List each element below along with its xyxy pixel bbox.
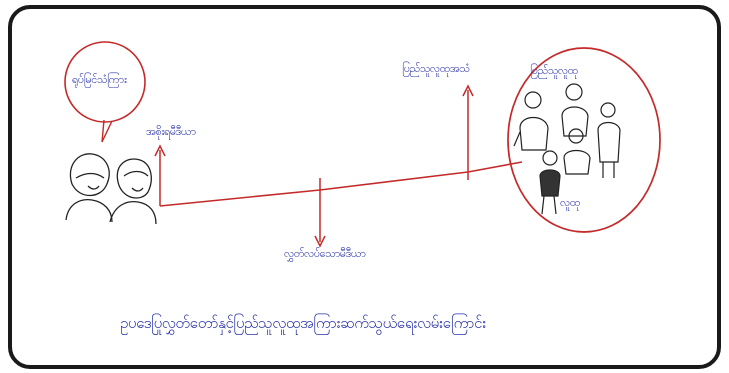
crowd-bottom-label: လူထု [560, 196, 580, 212]
left-arrow-label: အစိုးရမီဒီယာ [146, 125, 196, 141]
center-arrow-label: လွှတ်လပ်သောမီဒီယာ [284, 247, 366, 263]
bubble-label: ရုပ်မြင်သံကြား [72, 73, 126, 89]
crowd-figures [514, 84, 620, 214]
speaker-figures [66, 154, 156, 224]
bubble-tail [102, 120, 112, 142]
diagram-caption: ဥပဒေပြုလွှတ်တော်နှင့်ပြည်သူလူထုအကြားဆက်သ… [120, 314, 486, 336]
crowd-top-label: ပြည်သူလူထု [530, 64, 578, 80]
top-right-arrow-label: ပြည်သူလူထုအသံ [402, 62, 470, 78]
